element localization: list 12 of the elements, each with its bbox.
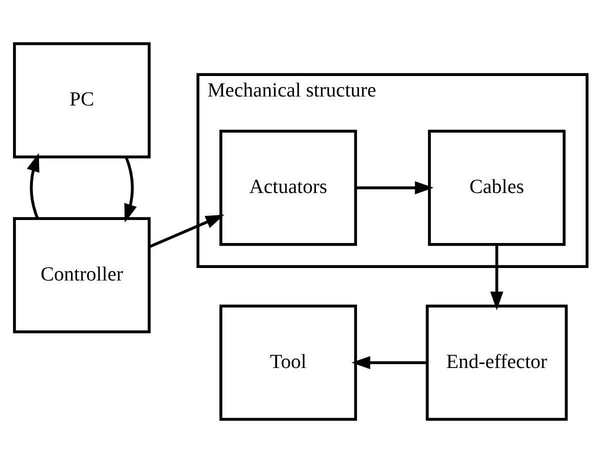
arrow — [148, 214, 224, 248]
arrow — [124, 156, 137, 222]
node-box: PC — [13, 42, 151, 158]
node-box: End-effector — [426, 304, 568, 420]
arrow — [356, 180, 434, 194]
node-box: Tool — [219, 304, 358, 420]
arrow — [26, 152, 40, 219]
node-box: Controller — [13, 216, 151, 333]
node-box: Actuators — [219, 129, 358, 246]
node-box: Cables — [428, 129, 566, 246]
arrow — [352, 356, 428, 369]
arrow — [490, 244, 504, 310]
